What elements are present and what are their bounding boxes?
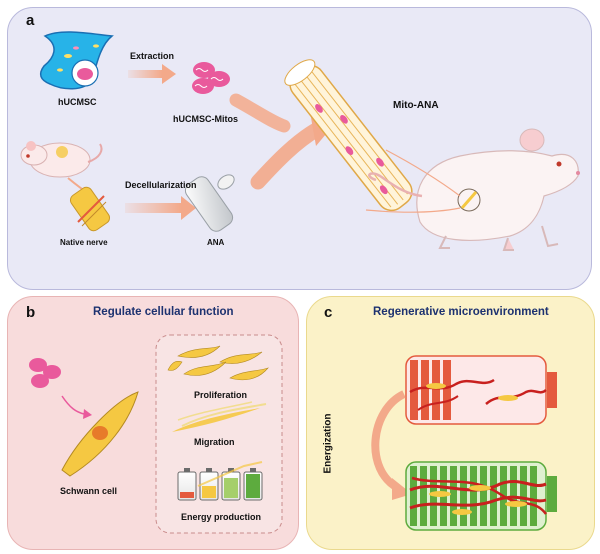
- label-hucmsc-mitos: hUCMSC-Mitos: [173, 114, 238, 124]
- panel-a-letter: a: [26, 12, 35, 29]
- native-nerve-icon: [69, 186, 111, 232]
- decellularization-arrow: [125, 196, 196, 220]
- scaffold-before-icon: [405, 355, 557, 425]
- panel-b-title: Regulate cellular function: [93, 306, 234, 318]
- panel-b-letter: b: [26, 304, 36, 321]
- label-energy-production: Energy production: [181, 512, 262, 522]
- mitochondria-icon: [192, 62, 230, 94]
- donor-mouse-icon: [20, 141, 103, 178]
- label-extraction: Extraction: [130, 51, 175, 61]
- recipient-rat-icon: [365, 128, 580, 251]
- migration-icon: [172, 401, 267, 432]
- panel-b-mitochondria-icon: [29, 358, 61, 388]
- label-ana: ANA: [207, 238, 225, 247]
- label-proliferation: Proliferation: [194, 390, 248, 400]
- energization-arrow: [371, 390, 406, 492]
- label-mito-ana: Mito-ANA: [393, 100, 439, 111]
- panel-c-letter: c: [324, 304, 333, 321]
- proliferation-icon: [167, 345, 269, 381]
- panel-c-title: Regenerative microenvironment: [373, 306, 549, 318]
- label-migration: Migration: [194, 437, 235, 447]
- mito-ana-scaffold-icon: [284, 59, 413, 212]
- scaffold-after-icon: [405, 461, 557, 531]
- label-energization: Energization: [322, 413, 334, 474]
- label-decellularization: Decellularization: [125, 180, 197, 190]
- ana-scaffold-icon: [184, 174, 235, 232]
- energy-batteries-icon: [177, 461, 263, 501]
- label-native-nerve: Native nerve: [60, 238, 108, 247]
- label-hucmsc: hUCMSC: [58, 97, 97, 107]
- uptake-arrow: [61, 395, 85, 415]
- schwann-cell-icon: [61, 391, 139, 477]
- hucmsc-cell-icon: [39, 31, 114, 90]
- extraction-arrow: [128, 64, 176, 84]
- label-schwann-cell: Schwann cell: [60, 486, 118, 496]
